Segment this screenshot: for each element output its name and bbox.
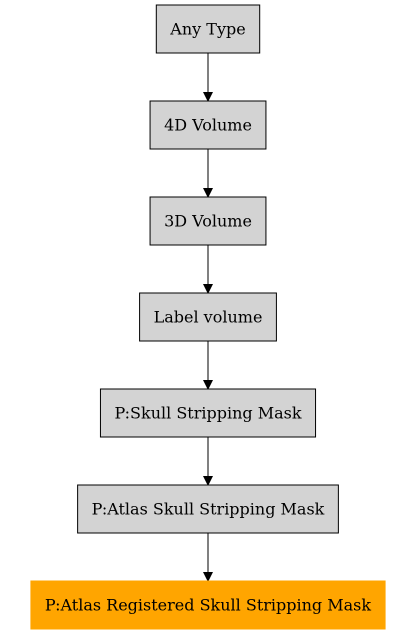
node-box: [155, 4, 261, 54]
node-any-type: Any Type: [155, 4, 261, 54]
node-box: [149, 196, 267, 246]
node-box: [139, 292, 277, 342]
node-label: P:Atlas Skull Stripping Mask: [92, 500, 325, 519]
node-label: 3D Volume: [164, 212, 252, 231]
node-p-atlas-skull-stripping-mask: P:Atlas Skull Stripping Mask: [77, 484, 339, 534]
node-box: [77, 484, 339, 534]
node-label-volume: Label volume: [139, 292, 277, 342]
node-4d-volume: 4D Volume: [149, 100, 267, 150]
node-label: 4D Volume: [164, 116, 252, 135]
node-box: [149, 100, 267, 150]
node-box: [99, 388, 317, 438]
node-label: P:Skull Stripping Mask: [114, 404, 301, 423]
node-box: [30, 580, 386, 630]
node-3d-volume: 3D Volume: [149, 196, 267, 246]
node-p-atlas-registered-skull-stripping-mask: P:Atlas Registered Skull Stripping Mask: [30, 580, 386, 630]
node-label: Label volume: [154, 308, 263, 327]
node-p-skull-stripping-mask: P:Skull Stripping Mask: [99, 388, 317, 438]
node-label: P:Atlas Registered Skull Stripping Mask: [45, 596, 371, 615]
node-label: Any Type: [169, 20, 245, 39]
